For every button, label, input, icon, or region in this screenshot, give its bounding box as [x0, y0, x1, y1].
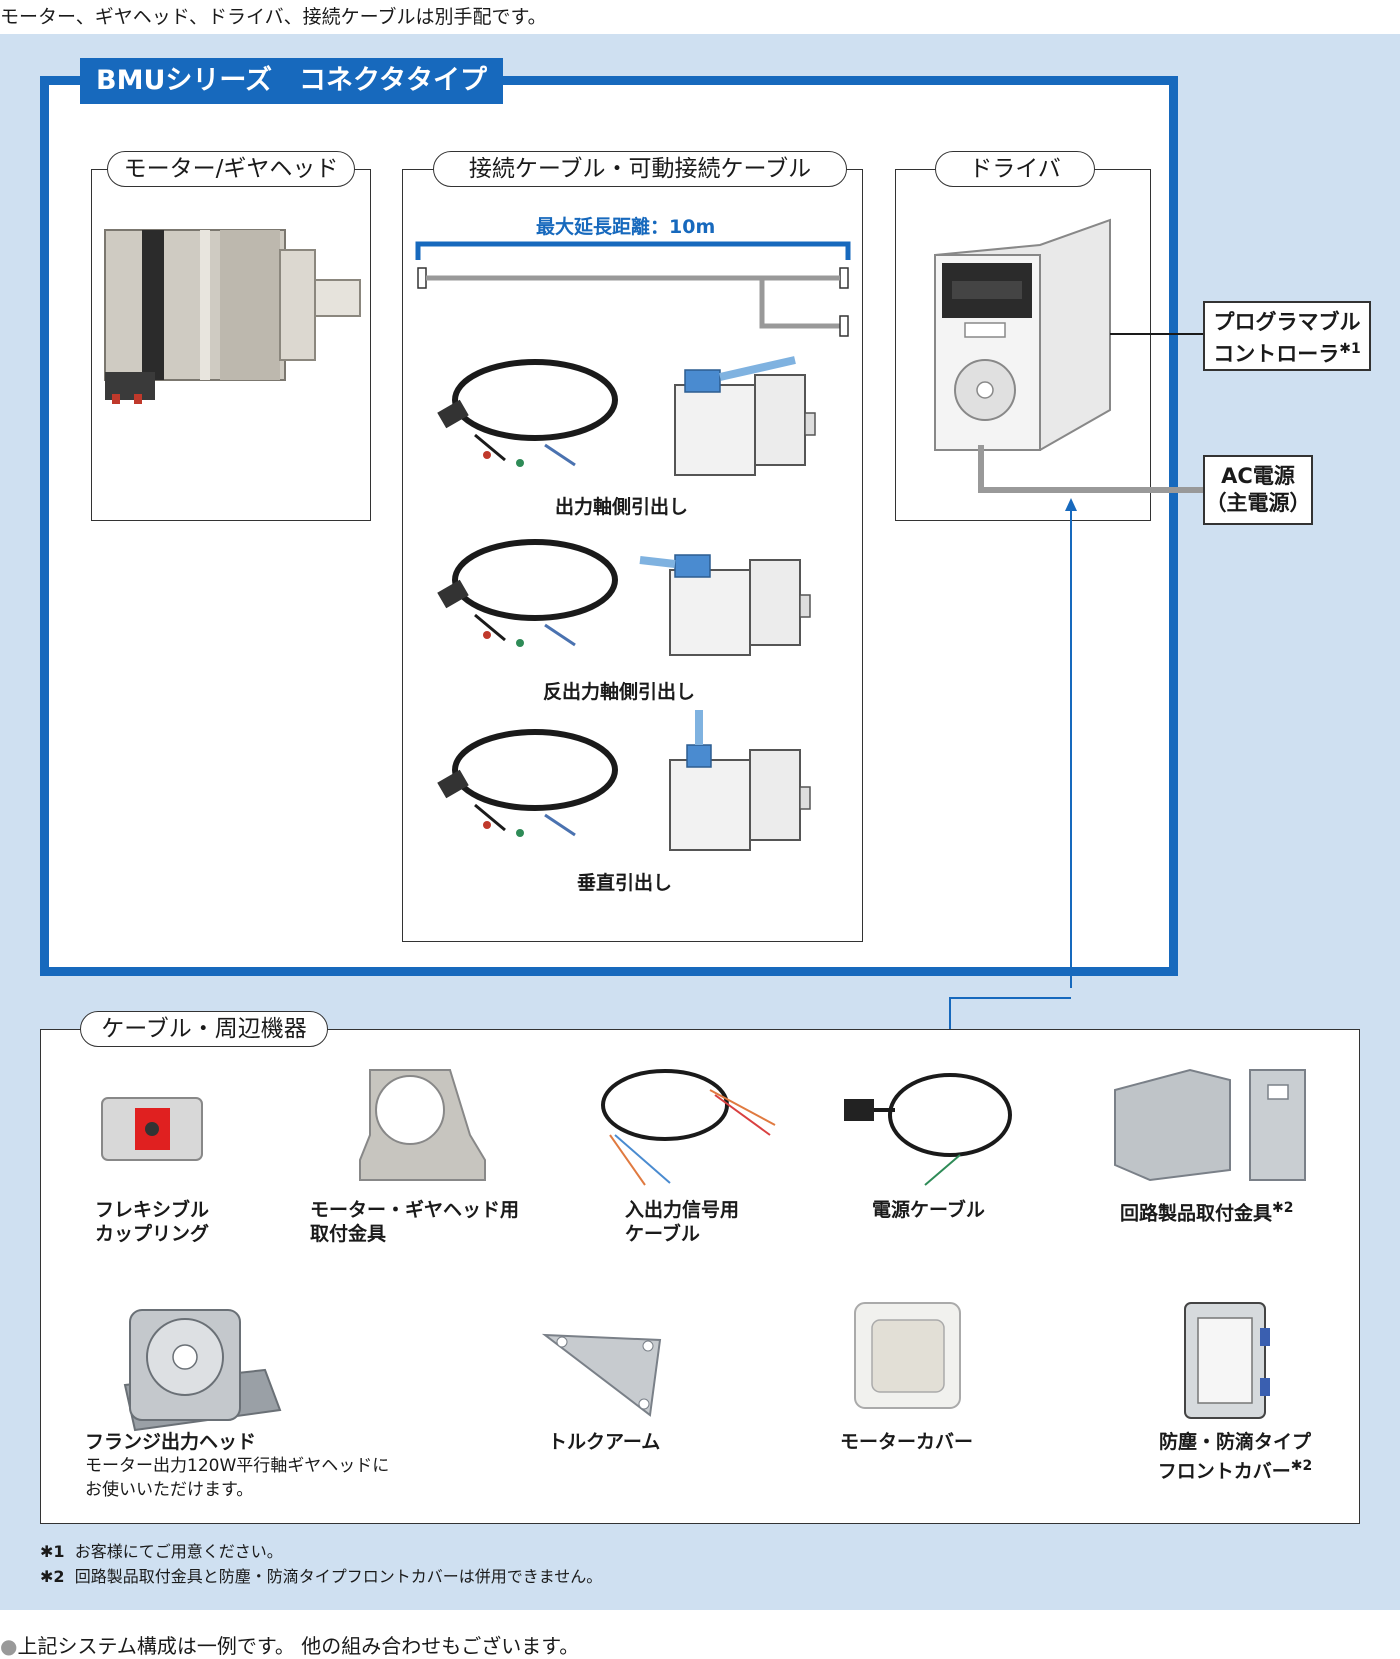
cable-image-output-side	[437, 359, 618, 467]
flange-output-head-image	[123, 1309, 282, 1432]
footnote-1: ✱1 お客様にてご用意ください。	[40, 1538, 283, 1562]
ac-line1: AC電源	[1221, 464, 1295, 488]
max-extension-distance: 最大延長距離：10m	[536, 216, 716, 238]
item-io-signal-cable: 入出力信号用 ケーブル	[625, 1198, 739, 1246]
driver-image	[934, 218, 1111, 451]
motor-gearhead-image	[104, 229, 361, 404]
item-power-cable: 電源ケーブル	[872, 1198, 985, 1222]
motor-mounting-bracket-image	[359, 1069, 486, 1181]
item-flexible-coupling: フレキシブル カップリング	[95, 1198, 209, 1246]
item-flange-output-head-sub1: モーター出力120W平行軸ギヤヘッドに	[85, 1456, 390, 1476]
footnote-2-mark: ✱2	[40, 1567, 65, 1586]
footnote-1-mark: ✱1	[40, 1542, 65, 1561]
item-io-signal-cable-line2: ケーブル	[625, 1223, 700, 1245]
bottom-note: ●上記システム構成は一例です。 他の組み合わせもございます。	[0, 1630, 579, 1659]
motor-cover-image	[854, 1302, 961, 1409]
footnote-1-text: お客様にてご用意ください。	[74, 1542, 283, 1561]
item-flexible-coupling-line2: カップリング	[95, 1223, 210, 1245]
item-dustproof-front-cover-mark: ✱2	[1290, 1458, 1313, 1474]
cable-image-anti-output-side	[437, 539, 618, 647]
item-circuit-mounting-bracket: 回路製品取付金具✱2	[1120, 1196, 1294, 1225]
item-torque-arm: トルクアーム	[548, 1430, 660, 1454]
motor-image-anti-output-side	[639, 554, 811, 656]
plc-line1: プログラマブル	[1213, 310, 1361, 334]
cable-type-vertical: 垂直引出し	[577, 872, 673, 894]
item-flange-output-head-sub2: お使いいただけます。	[85, 1480, 254, 1500]
top-note: モーター、ギヤヘッド、ドライバ、接続ケーブルは別手配です。	[0, 6, 547, 28]
item-circuit-mounting-bracket-mark: ✱2	[1272, 1200, 1294, 1216]
power-cable-image	[844, 1073, 1012, 1186]
cable-length-diagram	[415, 241, 851, 337]
ac-power-box: AC電源 （主電源）	[1203, 455, 1313, 525]
item-dustproof-front-cover-line2: フロントカバー	[1157, 1460, 1291, 1483]
footnote-2: ✱2 回路製品取付金具と防塵・防滴タイプフロントカバーは併用できません。	[40, 1563, 602, 1587]
driver-section-label: ドライバ	[935, 151, 1095, 187]
plc-line2-wrap: コントローラ✱1	[1205, 336, 1369, 368]
item-dustproof-front-cover-line1: 防塵・防滴タイプ	[1158, 1431, 1311, 1453]
bmu-title-rest: シリーズ コネクタタイプ	[165, 65, 487, 96]
ac-line2: （主電源）	[1205, 491, 1311, 515]
item-io-signal-cable-line1: 入出力信号用	[625, 1199, 740, 1221]
item-dustproof-front-cover: 防塵・防滴タイプ フロントカバー✱2	[1150, 1430, 1320, 1483]
cable-type-anti-output-side: 反出力軸側引出し	[543, 681, 696, 703]
bullet-icon: ●	[0, 1634, 18, 1658]
item-motor-cover: モーターカバー	[840, 1430, 973, 1454]
circuit-mounting-bracket-image	[1114, 1068, 1306, 1182]
cable-type-output-side: 出力軸側引出し	[555, 496, 689, 518]
bmu-title-bold: BMU	[96, 65, 166, 96]
item-flange-output-head: フランジ出力ヘッド	[85, 1430, 256, 1454]
bottom-note-text: 上記システム構成は一例です。 他の組み合わせもございます。	[17, 1634, 580, 1658]
cable-image-vertical	[437, 729, 618, 837]
motor-image-vertical	[669, 710, 811, 851]
bmu-series-title: BMUシリーズ コネクタタイプ	[80, 58, 503, 104]
item-motor-mounting-bracket: モーター・ギヤヘッド用 取付金具	[310, 1198, 519, 1246]
item-flange-output-head-note: モーター出力120W平行軸ギヤヘッドに お使いいただけます。	[85, 1454, 389, 1502]
item-motor-cover-line1: モーターカバー	[840, 1431, 974, 1453]
footnote-2-text: 回路製品取付金具と防塵・防滴タイプフロントカバーは併用できません。	[74, 1567, 603, 1586]
torque-arm-image	[541, 1333, 662, 1417]
io-signal-cable-image	[601, 1069, 776, 1186]
programmable-controller-box: プログラマブル コントローラ✱1	[1203, 301, 1371, 371]
cable-section-label: 接続ケーブル・可動接続ケーブル	[433, 151, 847, 187]
item-circuit-mounting-bracket-line1: 回路製品取付金具	[1120, 1202, 1273, 1225]
motor-section-label: モーター/ギヤヘッド	[107, 151, 355, 187]
item-power-cable-line1: 電源ケーブル	[872, 1199, 985, 1221]
item-flange-output-head-line1: フランジ出力ヘッド	[85, 1431, 257, 1453]
flexible-coupling-image	[101, 1097, 203, 1161]
peripherals-label: ケーブル・周辺機器	[80, 1011, 328, 1047]
item-flexible-coupling-line1: フレキシブル	[95, 1199, 210, 1221]
item-motor-mounting-bracket-line2: 取付金具	[310, 1223, 387, 1245]
motor-image-output-side	[674, 356, 816, 476]
item-torque-arm-line1: トルクアーム	[548, 1431, 661, 1453]
item-dustproof-front-cover-line2-wrap: フロントカバー✱2	[1150, 1454, 1320, 1483]
item-motor-mounting-bracket-line1: モーター・ギヤヘッド用	[310, 1199, 520, 1221]
dustproof-front-cover-image	[1184, 1302, 1270, 1419]
plc-line2: コントローラ	[1213, 342, 1340, 366]
plc-footnote-mark: ✱1	[1339, 341, 1361, 357]
